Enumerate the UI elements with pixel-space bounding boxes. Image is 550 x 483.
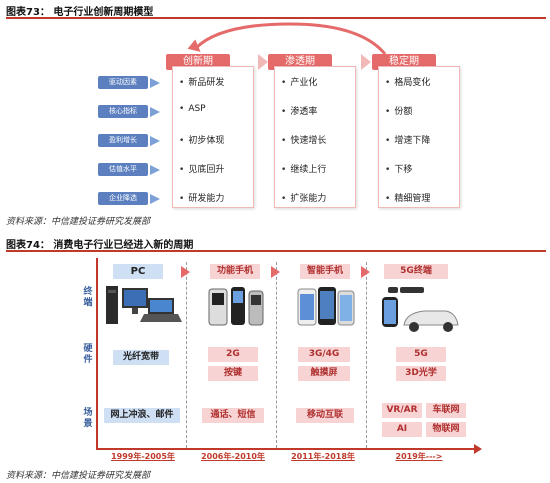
hardware-label-keypad: 按键 [208,366,258,381]
terminal-label-pc: PC [113,264,163,279]
phase-item: 继续上行 [281,162,326,175]
phase-item: 产业化 [281,75,317,88]
fig74-title: 图表74： 消费电子行业已经进入新的周期 [6,240,194,251]
terminal-label-feature-phone: 功能手机 [210,264,260,279]
hardware-label-2g: 2G [208,347,258,362]
terminal-label-5g-terminal: 5G终端 [384,264,448,279]
phase-item: 快速增长 [281,133,326,146]
fig73-title-rule [6,17,546,19]
year-range-2: 2006年-2010年 [201,452,265,461]
era-arrow-3 [361,266,370,278]
y-axis-line [96,258,98,450]
scene-label-mobile-internet: 移动互联 [296,408,354,423]
side-label-scene: 场景 [83,408,93,429]
factor-arrow [150,78,160,88]
phase-item: 研发能力 [179,191,224,204]
factor-label: 核心指标 [98,105,148,118]
fig73-source: 资料来源：中信建投证券研究发展部 [6,217,151,227]
era-separator-1 [186,262,187,448]
phase-item: 格局变化 [385,75,430,88]
factor-label: 估值水平 [98,163,148,176]
year-range-4: 2019年---> [395,452,443,461]
phase-item: 渗透率 [281,104,317,117]
hardware-label-broadband: 光纤宽带 [113,350,169,365]
phase-item: 份额 [385,104,412,117]
phase-arrow-2 [361,54,371,70]
side-label-hardware: 硬件 [83,344,93,365]
scene-label-vr-ar: VR/AR [382,403,422,418]
hardware-label-5g: 5G [396,347,446,362]
hardware-label-touchscreen: 触摸屏 [298,366,350,381]
factor-arrow [150,194,160,204]
factor-arrow [150,165,160,175]
pc-devices-image [106,286,182,324]
factor-label: 驱动因素 [98,76,148,89]
phase-arrow-1 [258,54,268,70]
phase-item: 增速下降 [385,133,430,146]
phase-item: 下移 [385,162,412,175]
phase-item: ASP [179,104,205,114]
terminal-label-smartphone: 智能手机 [300,264,350,279]
5g-devices-image [382,287,459,332]
cycle-return-arrow [187,22,387,55]
era-separator-2 [276,262,277,448]
feature-phone-image [208,287,264,326]
era-arrow-1 [181,266,190,278]
phase-item: 新品研发 [179,75,224,88]
factor-label: 企业降选 [98,192,148,205]
side-label-terminal: 终端 [83,287,93,308]
year-range-3: 2011年-2018年 [291,452,355,461]
phase-item: 扩张能力 [281,191,326,204]
fig74-source: 资料来源：中信建投证券研究发展部 [6,471,151,481]
scene-label-internet: 网上冲浪、邮件 [104,408,180,423]
scene-label-iot: 物联网 [426,422,466,437]
year-range-1: 1999年-2005年 [111,452,175,461]
phase-column: 新品研发 ASP 初步体现见底回升研发能力 [172,66,254,208]
factor-label: 盈利增长 [98,134,148,147]
x-axis-line [96,448,476,450]
phase-item: 见底回升 [179,162,224,175]
phase-item: 精细管理 [385,191,430,204]
hardware-label-3d-optics: 3D光学 [396,366,446,381]
era-arrow-2 [271,266,280,278]
factor-arrow [150,107,160,117]
hardware-label-3g4g: 3G/4G [298,347,350,362]
scene-label-call-sms: 通话、短信 [202,408,264,423]
era-separator-3 [366,262,367,448]
phase-column: 格局变化份额增速下降下移精细管理 [378,66,460,208]
fig74-title-rule [6,250,546,252]
phase-column: 产业化渗透率快速增长继续上行扩张能力 [274,66,356,208]
scene-label-iov: 车联网 [426,403,466,418]
fig73-title: 图表73： 电子行业创新周期模型 [6,7,154,18]
scene-label-ai: AI [382,422,422,437]
x-axis-arrow [474,444,482,454]
smartphone-image [297,287,355,326]
factor-arrow [150,136,160,146]
phase-item: 初步体现 [179,133,224,146]
